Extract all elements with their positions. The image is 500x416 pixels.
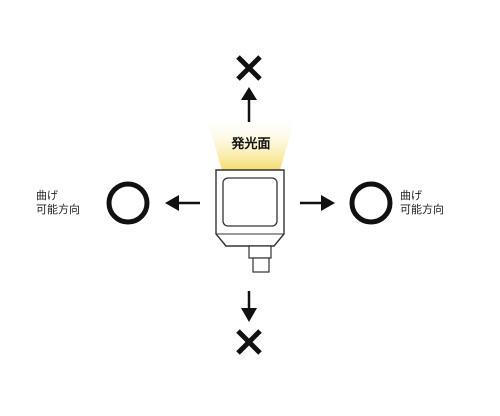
- right-bend-label-line2: 可能方向: [400, 203, 444, 216]
- sensor-connector: [248, 245, 272, 259]
- down-not-allowed-x-icon: [236, 329, 262, 355]
- up-not-allowed-x-icon: [236, 55, 262, 81]
- left-bend-label-line2: 可能方向: [36, 203, 80, 216]
- sensor-device: [215, 169, 285, 273]
- up-arrow: [241, 87, 257, 122]
- left-bend-label-line1: 曲げ: [36, 189, 58, 202]
- right-allowed-circle-icon: [349, 181, 393, 225]
- emitting-face-label: 発光面: [231, 137, 271, 152]
- left-bend-label: 曲げ 可能方向: [36, 189, 80, 217]
- right-bend-label: 曲げ 可能方向: [400, 189, 444, 217]
- down-arrow: [241, 291, 257, 322]
- right-arrow: [300, 195, 335, 211]
- sensor-window: [222, 177, 278, 227]
- right-bend-label-line1: 曲げ: [400, 189, 422, 202]
- light-glow: [208, 122, 294, 170]
- left-allowed-circle-icon: [106, 181, 150, 225]
- sensor-connector-tip: [252, 257, 270, 273]
- left-arrow: [165, 195, 200, 211]
